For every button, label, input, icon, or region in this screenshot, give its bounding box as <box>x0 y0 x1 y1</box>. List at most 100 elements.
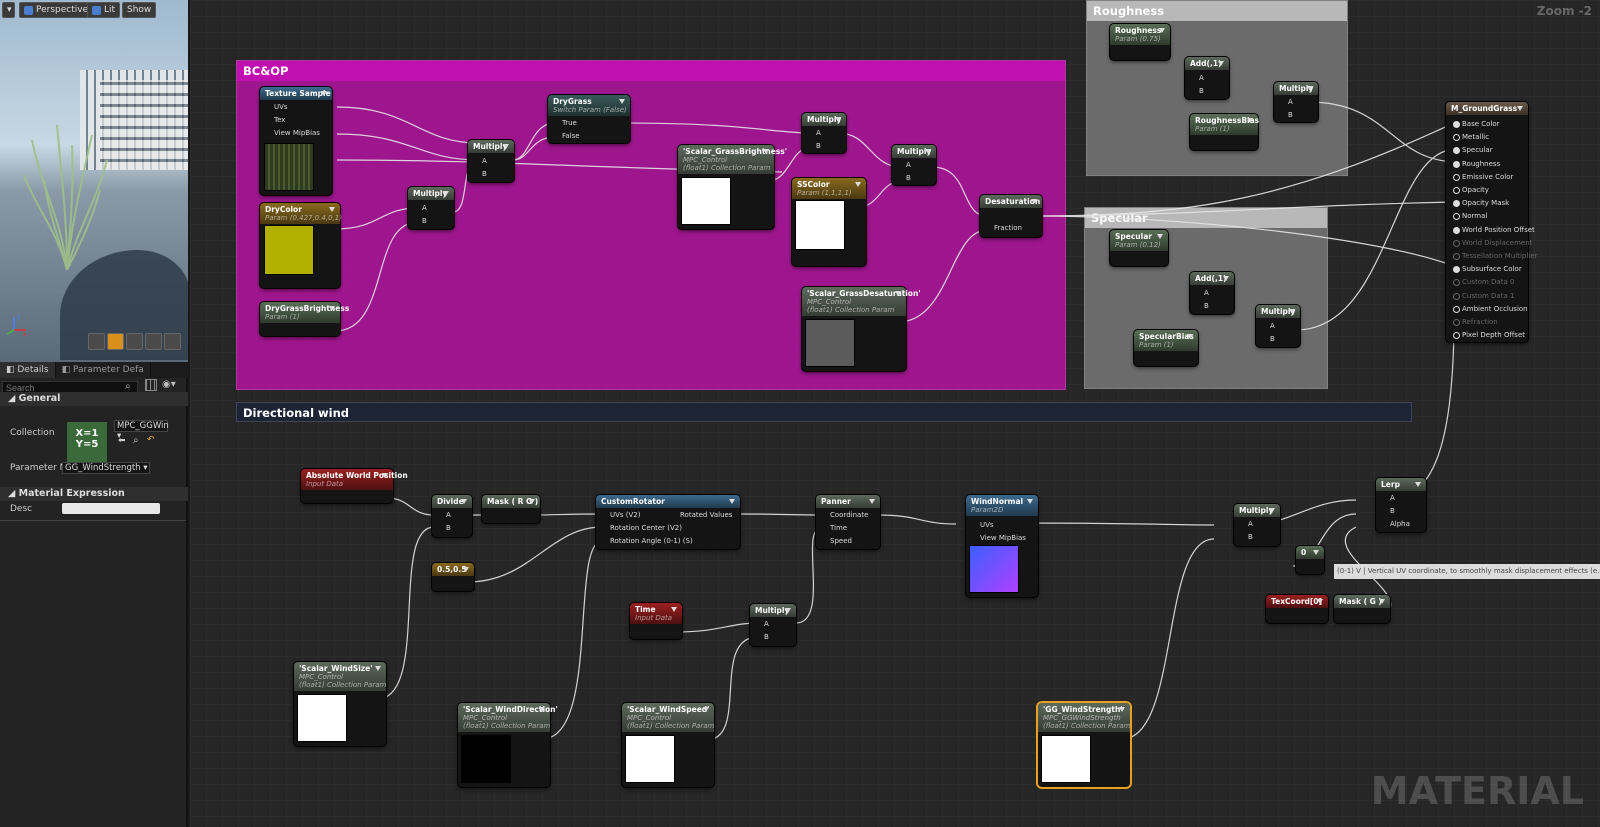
parameter-name-dropdown[interactable]: GG_WindStrength ▾ <box>62 462 150 474</box>
comment-directional-wind[interactable]: Directional wind <box>236 402 1412 422</box>
material-pin-world-displacement[interactable]: World Displacement <box>1452 238 1533 247</box>
node-customrotator[interactable]: CustomRotator UVs (V2) Rotation Center (… <box>596 495 740 549</box>
node-multiply-roughness[interactable]: Multiply A B <box>1274 82 1318 122</box>
node-multiply-4[interactable]: Multiply A B <box>892 145 936 185</box>
desc-input[interactable] <box>62 503 160 514</box>
reset-icon[interactable]: ↶ <box>147 435 155 445</box>
collection-value: MPC_GGWin <box>117 421 169 431</box>
material-pin-metallic[interactable]: Metallic <box>1452 133 1490 142</box>
collapse-arrow-icon: ◢ <box>8 488 19 499</box>
node-multiply-specular[interactable]: Multiply A B <box>1256 305 1300 347</box>
node-panner[interactable]: Panner Coordinate Time Speed <box>816 495 880 549</box>
node-add-specular[interactable]: Add(,1) A B <box>1190 272 1234 314</box>
node-texcoord[interactable]: TexCoord[0] <box>1266 595 1328 623</box>
material-pin-ambient-occlusion[interactable]: Ambient Occlusion <box>1453 304 1528 313</box>
node-scalar-ws-title: 'Scalar_WindSize' <box>299 664 373 673</box>
material-pin-normal[interactable]: Normal <box>1452 212 1488 221</box>
pin-b: B <box>1270 335 1275 343</box>
section-material-expression[interactable]: ◢ Material Expression <box>0 487 188 501</box>
material-pin-emissive-color[interactable]: Emissive Color <box>1452 172 1514 181</box>
material-pin-roughness[interactable]: Roughness <box>1452 159 1501 168</box>
tab-details[interactable]: ◧ Details <box>0 362 56 378</box>
mesh-shape-button[interactable] <box>164 333 181 350</box>
material-pin-opacity[interactable]: Opacity <box>1453 186 1489 194</box>
material-pin-custom-data-0[interactable]: Custom Data 0 <box>1452 278 1515 287</box>
node-add-roughness[interactable]: Add(,1) A B <box>1185 57 1229 99</box>
node-constant-05[interactable]: 0.5,0.5 <box>432 563 474 591</box>
thumb-line2: Y=5 <box>75 439 99 450</box>
node-time-sub: Input Data <box>635 614 673 622</box>
collapse-arrow-icon: ◢ <box>8 393 19 404</box>
comment-bc-op[interactable]: BC&OP <box>236 60 1066 390</box>
material-pin-custom-data-1[interactable]: Custom Data 1 <box>1452 291 1515 300</box>
browse-icon[interactable]: ⌕ <box>133 435 139 446</box>
preview-viewport[interactable]: ▾ Perspective Lit Show z x <box>0 0 188 362</box>
node-mask-g[interactable]: Mask ( G ) <box>1334 595 1390 623</box>
node-gg-ws-sub2: (float1) Collection Param <box>1043 722 1131 730</box>
node-add-s-title: Add(,1) <box>1190 272 1234 285</box>
material-pin-subsurface-color[interactable]: Subsurface Color <box>1453 265 1522 274</box>
pin-b: B <box>1199 87 1204 95</box>
node-constant-zero[interactable]: 0 <box>1296 546 1324 574</box>
parameter-icon: ◧ <box>61 365 73 375</box>
pin-a: A <box>482 157 487 165</box>
plane-shape-button[interactable] <box>126 333 143 350</box>
node-gg-windstrength[interactable]: 'GG_WindStrength'MPC_GGWindStrength(floa… <box>1038 703 1130 787</box>
eye-icon[interactable]: ◉▾ <box>162 379 176 390</box>
material-pin-opacity-mask[interactable]: Opacity Mask <box>1452 199 1510 208</box>
node-scalar-winddirection[interactable]: 'Scalar_WindDirection'MPC_Control(float1… <box>458 703 558 787</box>
tab-parameter-defaults[interactable]: ◧ Parameter Defa <box>55 362 151 378</box>
node-multiply-time[interactable]: Multiply A B <box>750 604 796 646</box>
node-divide[interactable]: Divide A B <box>432 495 472 537</box>
cylinder-shape-button[interactable] <box>88 333 105 350</box>
material-pin-world-position-offset[interactable]: World Position Offset <box>1453 225 1535 234</box>
use-selected-arrow-icon[interactable]: ⬅ <box>118 436 126 446</box>
node-desaturation-title: Desaturation <box>980 195 1042 208</box>
node-scalar-windsize[interactable]: 'Scalar_WindSize'MPC_Control(float1) Col… <box>294 662 386 746</box>
node-texture-sample[interactable]: Texture Sample UVs Tex View MipBias <box>260 87 332 195</box>
node-scalar-windspeed[interactable]: 'Scalar_WindSpeed'MPC_Control(float1) Co… <box>622 703 714 787</box>
node-desaturation[interactable]: Desaturation Fraction <box>980 195 1042 237</box>
material-pin-base-color[interactable]: Base Color <box>1453 120 1500 128</box>
node-multiply-2[interactable]: Multiply A B <box>468 140 514 182</box>
node-lerp[interactable]: Lerp A B Alpha <box>1376 478 1426 532</box>
pin-b: B <box>1204 302 1209 310</box>
cube-shape-button[interactable] <box>145 333 162 350</box>
search-icon[interactable]: ⌕ <box>125 381 131 392</box>
node-multiply-1[interactable]: Multiply A B <box>408 187 454 229</box>
node-scalar-grassbrightness[interactable]: 'Scalar_GrassBrightness'MPC_Control(floa… <box>678 145 787 229</box>
node-mask-rg[interactable]: Mask ( R G ) <box>482 495 540 523</box>
node-multiply-wind[interactable]: Multiply A B <box>1234 504 1280 546</box>
node-multiply-3[interactable]: Multiply A B <box>802 113 846 153</box>
material-graph-canvas[interactable]: Zoom -2 MATERIAL BC&OP Roughness Specula… <box>190 0 1600 827</box>
collection-label: Collection <box>10 428 55 438</box>
material-pin-refraction[interactable]: Refraction <box>1453 318 1498 326</box>
material-pin-pixel-depth-offset[interactable]: Pixel Depth Offset <box>1453 331 1525 340</box>
section-general[interactable]: ◢ General <box>0 392 188 406</box>
show-button[interactable]: Show <box>122 2 157 18</box>
perspective-button[interactable]: Perspective <box>19 2 94 18</box>
grid-view-icon[interactable] <box>145 379 157 391</box>
sphere-shape-button[interactable] <box>107 333 124 350</box>
gg-ws-preview <box>1041 735 1091 783</box>
viewport-menu-button[interactable]: ▾ <box>2 2 15 18</box>
comment-specular-title: Specular <box>1085 208 1327 228</box>
material-pin-tessellation-multiplier[interactable]: Tessellation Multiplier <box>1452 252 1538 260</box>
lit-button[interactable]: Lit <box>87 2 121 18</box>
material-pin-specular[interactable]: Specular <box>1453 146 1493 155</box>
node-scalar-grassdesaturation[interactable]: 'Scalar_GrassDesaturation'MPC_Control(fl… <box>802 287 921 371</box>
collection-dropdown[interactable]: MPC_GGWin ▾ <box>114 420 169 441</box>
